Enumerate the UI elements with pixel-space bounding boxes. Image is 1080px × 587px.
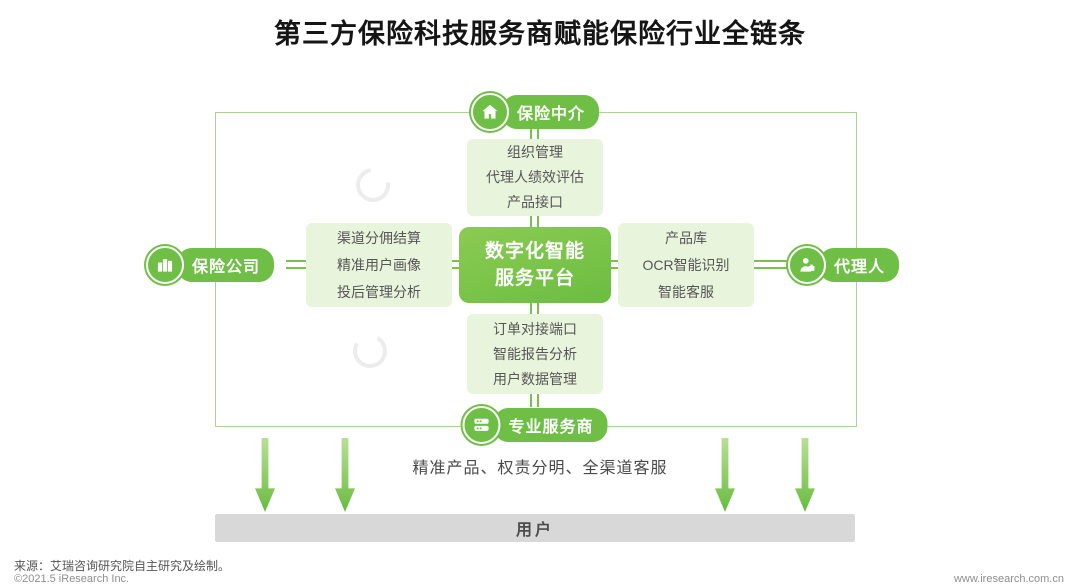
panel-item: 用户数据管理 xyxy=(493,370,577,387)
connector-center-right-panel xyxy=(611,260,619,269)
panel-item: 订单对接端口 xyxy=(493,320,577,337)
connector-top-panel-center xyxy=(530,216,539,228)
node-agent: 代理人 xyxy=(788,246,900,284)
agent-icon xyxy=(788,246,826,284)
source-note: 来源：艾瑞咨询研究院自主研究及绘制。 xyxy=(14,559,231,573)
panel-item: 代理人绩效评估 xyxy=(486,169,584,185)
node-label: 保险公司 xyxy=(177,248,275,282)
copyright-text: ©2021.5 iResearch Inc. xyxy=(14,573,130,585)
panel-item: 产品接口 xyxy=(507,194,563,210)
central-platform-box: 数字化智能 服务平台 xyxy=(459,227,611,303)
home-icon xyxy=(470,93,509,131)
panel-agent: 产品库 OCR智能识别 智能客服 xyxy=(618,223,754,307)
node-insurance-intermediary: 保险中介 xyxy=(470,93,600,131)
panel-item: 智能报告分析 xyxy=(493,345,577,362)
user-bar-label: 用户 xyxy=(515,522,554,539)
node-label: 代理人 xyxy=(819,248,900,282)
benefits-text: 精准产品、权责分明、全渠道客服 xyxy=(412,460,668,477)
node-professional-service: 专业服务商 xyxy=(462,406,608,444)
panel-item: 投后管理分析 xyxy=(337,283,421,300)
panel-item: 组织管理 xyxy=(507,144,563,160)
central-platform-line1: 数字化智能 xyxy=(484,241,585,262)
connector-left-pill-panel xyxy=(286,260,308,269)
panel-item: OCR智能识别 xyxy=(642,256,730,273)
connector-bottom-panel-pill xyxy=(530,394,539,407)
panel-item: 智能客服 xyxy=(658,283,714,300)
connector-top-pill-panel xyxy=(530,126,539,140)
panel-professional-service: 订单对接端口 智能报告分析 用户数据管理 xyxy=(467,314,603,394)
connector-left-panel-center xyxy=(452,260,460,269)
node-insurance-company: 保险公司 xyxy=(146,246,275,284)
panel-item: 产品库 xyxy=(665,229,707,246)
panel-item: 渠道分佣结算 xyxy=(337,229,421,246)
central-platform-line2: 服务平台 xyxy=(494,268,575,289)
page-title: 第三方保险科技服务商赋能保险行业全链条 xyxy=(274,19,806,49)
building-icon xyxy=(146,246,184,284)
user-bar: 用户 xyxy=(215,514,855,542)
website-url: www.iresearch.com.cn xyxy=(953,573,1064,585)
connector-center-bottom-panel xyxy=(530,303,539,315)
panel-insurance-company: 渠道分佣结算 精准用户画像 投后管理分析 xyxy=(306,223,452,307)
panel-item: 精准用户画像 xyxy=(337,256,421,273)
panel-insurance-intermediary: 组织管理 代理人绩效评估 产品接口 xyxy=(467,139,603,216)
node-label: 专业服务商 xyxy=(493,408,608,442)
server-icon xyxy=(462,406,501,444)
connector-right-panel-pill xyxy=(754,260,790,269)
node-label: 保险中介 xyxy=(501,95,600,129)
